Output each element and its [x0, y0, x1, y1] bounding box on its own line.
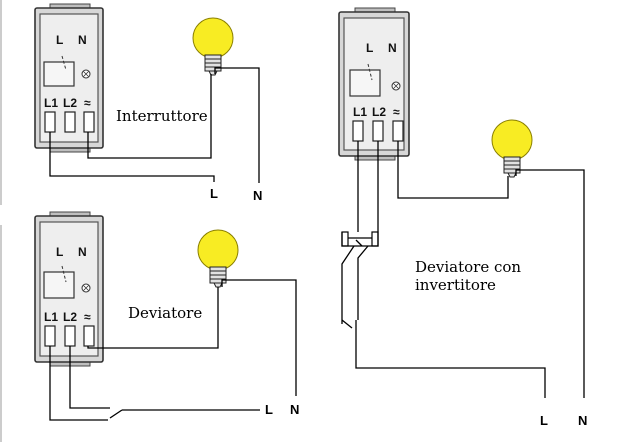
diagram-title-deviatore: Deviatore: [128, 304, 202, 322]
wire-label-neutral: N: [578, 413, 587, 428]
terminal-label-l1: L1: [44, 96, 58, 110]
wire-label-neutral: N: [253, 188, 262, 203]
diagram-title-deviatore-con-invertitore-line2: invertitore: [415, 276, 496, 294]
device-switch-3: L N L1 L2 ≈: [338, 7, 410, 161]
terminal-symbol: ≈: [84, 310, 91, 324]
diagram-title-deviatore-con-invertitore-line1: Deviatore con: [415, 258, 521, 276]
wires-diagram-3: [341, 141, 585, 398]
terminal-label-neutral: N: [78, 33, 87, 47]
terminal-label-neutral: N: [388, 41, 397, 55]
light-bulb-icon: [491, 119, 533, 178]
terminal-label-l2: L2: [63, 96, 77, 110]
terminal-label-phase: L: [366, 41, 373, 55]
terminal-label-phase: L: [56, 33, 63, 47]
device-switch-2: L N L1 L2 ≈: [34, 211, 104, 367]
terminal-label-l1: L1: [353, 105, 367, 119]
wire-label-line: L: [265, 402, 273, 417]
light-bulb-icon: [197, 229, 239, 288]
wire-label-neutral: N: [290, 402, 299, 417]
terminal-symbol: ≈: [84, 96, 91, 110]
wire-label-line: L: [540, 413, 548, 428]
wires-diagram-1: [49, 67, 260, 183]
wires-diagram-2: [49, 279, 297, 421]
inverter-switch: [341, 231, 379, 247]
diagram-title-interruttore: Interruttore: [116, 107, 208, 125]
terminal-label-l2: L2: [63, 310, 77, 324]
terminal-label-neutral: N: [78, 245, 87, 259]
terminal-label-phase: L: [56, 245, 63, 259]
terminal-label-l2: L2: [372, 105, 386, 119]
wire-label-line: L: [210, 186, 218, 201]
terminal-label-l1: L1: [44, 310, 58, 324]
light-bulb-icon: [192, 17, 234, 76]
device-switch-1: L N L1 L2 ≈: [34, 3, 104, 153]
terminal-symbol: ≈: [393, 105, 400, 119]
